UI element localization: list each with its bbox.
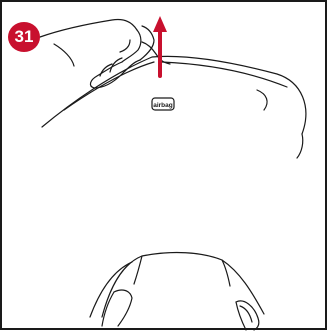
pull-up-arrow-icon xyxy=(153,16,167,76)
airbag-tag-text: airbag xyxy=(153,102,173,109)
hands-fitting-cover-icon xyxy=(90,253,264,330)
airbag-tag-icon: airbag xyxy=(152,98,174,110)
step-number-badge: 31 xyxy=(8,22,40,52)
hand-pulling-cover-icon xyxy=(40,19,170,88)
